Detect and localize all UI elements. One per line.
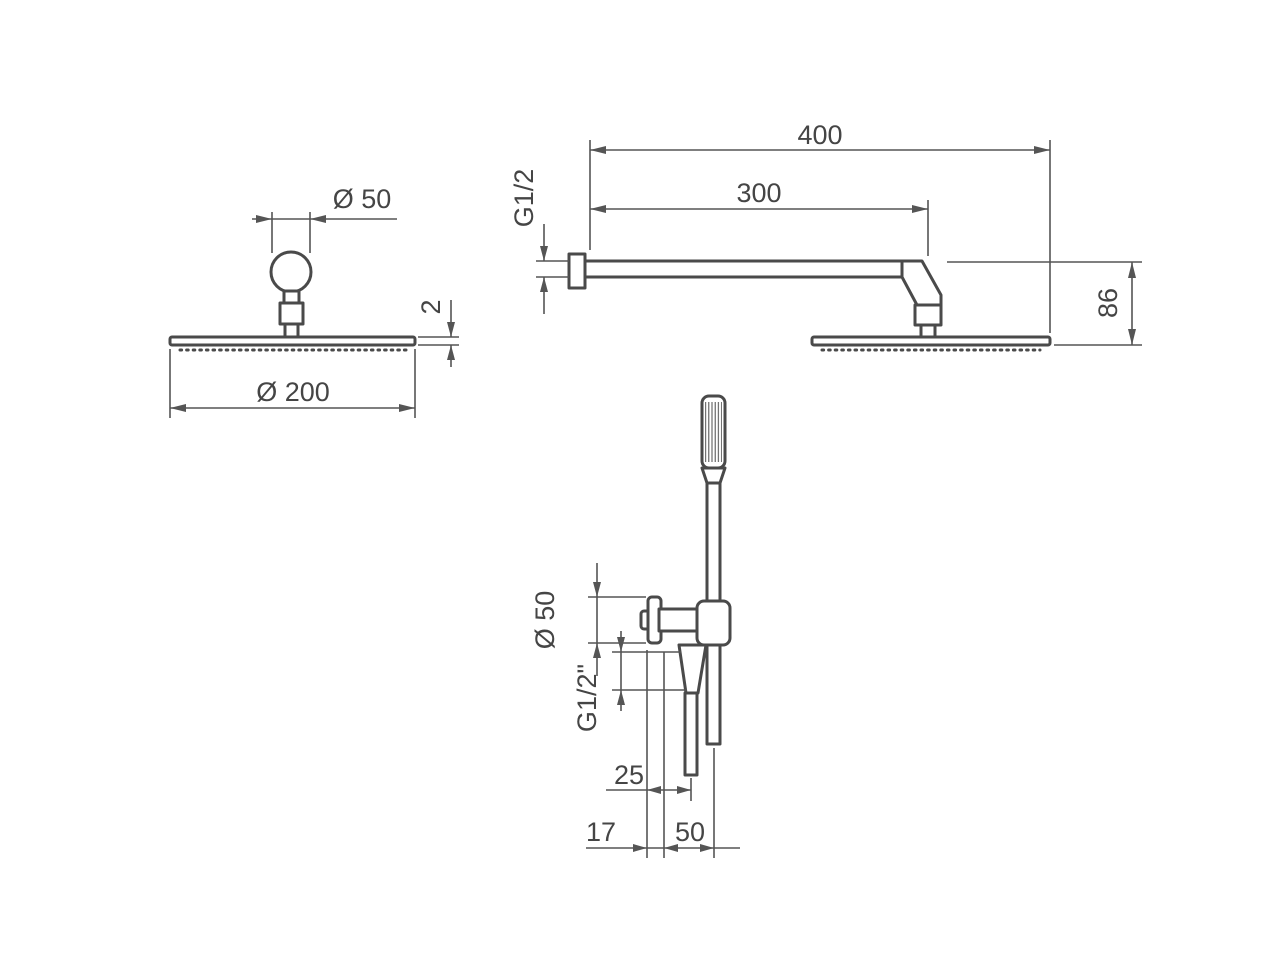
arrowhead <box>540 246 548 261</box>
arrowhead <box>647 786 661 794</box>
arrowhead <box>593 643 601 658</box>
dim-wall-thread: G1/2 <box>509 169 569 314</box>
dim-label-total-reach: 400 <box>797 120 842 150</box>
dim-drop-height: 86 <box>947 261 1142 346</box>
handshower-neck <box>700 466 727 485</box>
connector-lower <box>283 322 300 339</box>
dim-arm-length: 300 <box>590 178 929 256</box>
handshower-spray-hatch <box>705 402 722 462</box>
arrowhead <box>590 205 606 213</box>
holder-cup <box>695 599 732 647</box>
dim-total-reach: 400 <box>589 120 1051 333</box>
connector-body <box>278 301 305 326</box>
arrowhead <box>677 786 691 794</box>
arrowhead <box>447 345 455 360</box>
arrowhead <box>617 637 625 652</box>
arrowhead <box>700 844 714 852</box>
shower-arm-tube <box>583 259 904 279</box>
shower-head-plate <box>168 335 417 347</box>
dim-label-hose-offset: 25 <box>614 760 644 790</box>
dim-label-wall-offset: 17 <box>586 817 616 847</box>
arrowhead <box>310 215 326 223</box>
arrowhead <box>1034 146 1050 154</box>
hand-shower-holder-view: Ø 50 G1/2" 25 17 50 <box>530 394 740 858</box>
connector-neck <box>282 289 301 305</box>
dim-label-handle-offset: 50 <box>675 817 705 847</box>
dim-label-arm-length: 300 <box>736 178 781 208</box>
dim-label-head-diameter: Ø 200 <box>256 377 330 407</box>
dim-head-diameter: Ø 200 <box>169 349 416 418</box>
ceiling-escutcheon <box>269 250 313 294</box>
arrowhead <box>590 146 606 154</box>
arrowhead <box>447 322 455 337</box>
dim-label-drop-height: 86 <box>1093 288 1123 318</box>
arrowhead <box>633 844 647 852</box>
hose-connector-cone <box>677 643 708 695</box>
dim-label-wall-thread: G1/2 <box>509 169 539 228</box>
dim-connector-diameter: Ø 50 <box>252 184 397 253</box>
arm-elbow <box>900 259 943 307</box>
shower-arm-side-view: 400 300 G1/2 86 <box>509 120 1142 352</box>
dim-holder-diameter: Ø 50 <box>530 563 646 676</box>
arrowhead <box>540 277 548 292</box>
holder-arm <box>657 607 701 633</box>
arrowhead <box>1128 262 1136 278</box>
dim-label-connector-diameter: Ø 50 <box>333 184 392 214</box>
arrowhead <box>912 205 928 213</box>
dim-plate-thickness: 2 <box>416 299 459 367</box>
arrowhead <box>664 844 678 852</box>
dim-bottom-offsets: 25 17 50 <box>586 650 740 858</box>
dim-label-holder-diameter: Ø 50 <box>530 591 560 650</box>
shower-head-plate <box>810 335 1052 347</box>
connector-body <box>913 303 943 327</box>
dim-label-hose-thread: G1/2" <box>572 664 602 732</box>
dim-label-plate-thickness: 2 <box>416 299 446 314</box>
arrowhead <box>256 215 272 223</box>
connector-lower <box>919 323 937 339</box>
arrowhead <box>617 690 625 705</box>
arrowhead <box>170 404 186 412</box>
shower-hose <box>683 691 699 777</box>
arrowhead <box>1128 329 1136 345</box>
wall-flange <box>567 252 587 290</box>
overhead-shower-front-view: Ø 50 2 Ø 200 <box>168 184 459 418</box>
dim-hose-thread: G1/2" <box>572 631 687 732</box>
arrowhead <box>399 404 415 412</box>
arrowhead <box>593 582 601 597</box>
